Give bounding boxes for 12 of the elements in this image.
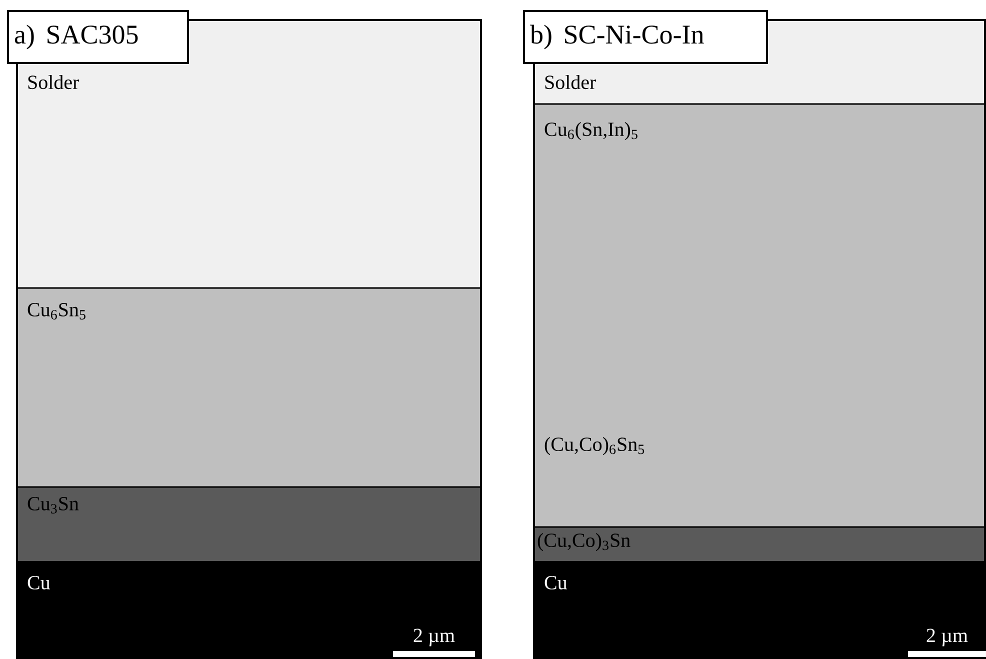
layer-band: (Cu,Co)$_{3}$Sn (534, 527, 986, 561)
node-label: Cu (28, 576, 50, 590)
layer-band: Cu$_{6}$Sn$_{5}$ (17, 288, 481, 487)
layer-band: Cu$_{3}$Sn (17, 487, 481, 561)
scale-label: 2 µm (926, 628, 968, 646)
node-label: (Cu,Co)$_{3}$Sn (538, 532, 630, 552)
title-box: a) SAC305 (7, 10, 189, 64)
title-box: b) SC-Ni-Co-In (523, 10, 768, 64)
scale-label: 2 µm (414, 628, 455, 646)
node-label: Cu (544, 576, 568, 590)
node-label: Cu$_{3}$Sn (28, 497, 79, 514)
layer-band: Cu$_{6}$(Sn,In)$_{5}$ (Cu,Co)$_{6}$Sn$_{5}$ (534, 104, 986, 527)
